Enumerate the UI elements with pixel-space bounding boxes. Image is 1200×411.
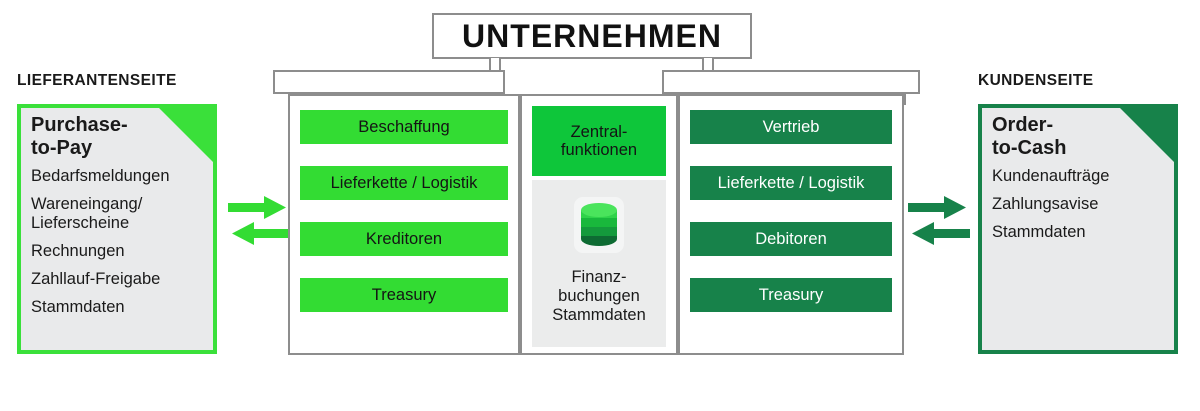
order-to-cash-card[interactable]: Order- to-Cash Kundenaufträge Zahlungsav… <box>978 104 1178 354</box>
page-title: UNTERNEHMEN <box>462 18 722 54</box>
supplier-branch-bar <box>273 70 505 94</box>
arrow-left-icon <box>232 222 290 245</box>
enterprise-title-box: UNTERNEHMEN <box>432 13 752 59</box>
list-item: Wareneingang/ Lieferscheine <box>31 194 143 232</box>
central-functions-column: Zentral- funktionen Finanz- buchungen St… <box>520 94 678 355</box>
central-functions-header[interactable]: Zentral- funktionen <box>532 106 666 176</box>
customer-side-caption: KUNDENSEITE <box>978 72 1094 89</box>
arrow-right-icon <box>908 196 966 219</box>
list-item: Rechnungen <box>31 241 125 260</box>
branch-drop-line-right <box>904 93 906 105</box>
process-chip[interactable]: Lieferkette / Logistik <box>690 166 892 200</box>
finance-label: Finanz- buchungen Stammdaten <box>552 268 646 325</box>
arrow-right-icon <box>228 196 286 219</box>
customer-process-column: Vertrieb Lieferkette / Logistik Debitore… <box>678 94 904 355</box>
list-item: Kundenaufträge <box>992 166 1110 185</box>
order-to-cash-title: Order- to-Cash <box>992 114 1067 159</box>
process-chip[interactable]: Vertrieb <box>690 110 892 144</box>
process-chip[interactable]: Beschaffung <box>300 110 508 144</box>
list-item: Zahlungsavise <box>992 194 1099 213</box>
purchase-to-pay-title: Purchase- to-Pay <box>31 114 128 159</box>
customer-exchange-arrows <box>908 188 970 254</box>
customer-branch-bar <box>662 70 920 94</box>
process-chip[interactable]: Lieferkette / Logistik <box>300 166 508 200</box>
title-connector-right <box>702 58 714 72</box>
process-chip[interactable]: Treasury <box>300 278 508 312</box>
process-chip[interactable]: Kreditoren <box>300 222 508 256</box>
database-icon <box>573 196 625 259</box>
process-chip[interactable]: Debitoren <box>690 222 892 256</box>
title-connector-left <box>489 58 501 72</box>
process-chip[interactable]: Treasury <box>690 278 892 312</box>
list-item: Stammdaten <box>992 222 1086 241</box>
supplier-exchange-arrows <box>228 188 290 254</box>
arrow-left-icon <box>912 222 970 245</box>
list-item: Zahllauf-Freigabe <box>31 270 161 289</box>
list-item: Bedarfsmeldungen <box>31 166 170 185</box>
list-item: Stammdaten <box>31 298 125 317</box>
supplier-side-caption: LIEFERANTENSEITE <box>17 72 177 89</box>
purchase-to-pay-card[interactable]: Purchase- to-Pay Bedarfsmeldungen Warene… <box>17 104 217 354</box>
supplier-process-column: Beschaffung Lieferkette / Logistik Kredi… <box>288 94 520 355</box>
finance-panel: Finanz- buchungen Stammdaten <box>532 180 666 347</box>
